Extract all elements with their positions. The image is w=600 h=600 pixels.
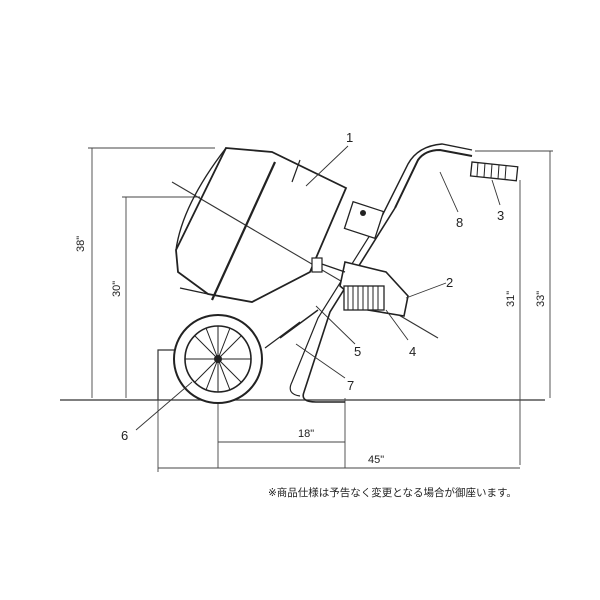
handle-bar-inner [381, 143, 473, 217]
leader-4 [385, 309, 409, 341]
motor-fins [343, 285, 385, 311]
leader-1 [305, 145, 349, 187]
callout-3: 3 [497, 208, 504, 223]
drum-mount [311, 257, 323, 273]
leader-8 [439, 171, 459, 213]
callout-5: 5 [354, 344, 361, 359]
frame-column-inner [289, 215, 383, 397]
dim-label-31: 31" [505, 291, 517, 307]
frame-leg [279, 309, 319, 339]
drum-opening [175, 147, 227, 251]
drum-body [175, 147, 348, 303]
frame-leg-2 [264, 321, 301, 349]
leader-3 [491, 179, 501, 206]
dim-label-18: 18" [298, 428, 314, 440]
left-block [157, 349, 178, 400]
grip-line-1 [476, 161, 479, 177]
grip-line-4 [497, 164, 500, 180]
leader-6 [135, 381, 193, 431]
leader-7 [295, 343, 346, 379]
dim-label-33: 33" [535, 291, 547, 307]
dim-label-38: 38" [75, 236, 87, 252]
drum-base [179, 287, 209, 295]
leader-5 [315, 305, 356, 345]
handle-bar [394, 148, 473, 209]
dim-label-30: 30" [111, 281, 123, 297]
dim-label-45: 45" [368, 454, 384, 466]
leader-2 [405, 282, 447, 299]
spec-note: ※商品仕様は予告なく変更となる場合が御座います。 [268, 486, 517, 499]
callout-8: 8 [456, 215, 463, 230]
callout-4: 4 [409, 344, 416, 359]
grip-line-2 [483, 162, 486, 178]
grip-line-3 [490, 163, 493, 179]
callout-1: 1 [346, 130, 353, 145]
clamp-bolt [360, 210, 366, 216]
spoke-6 [205, 327, 231, 391]
grip-line-5 [504, 165, 507, 181]
drum-band-2 [210, 161, 277, 301]
callout-7: 7 [347, 378, 354, 393]
frame-column [302, 207, 396, 403]
drum-band-1 [291, 159, 301, 183]
callout-6: 6 [121, 428, 128, 443]
callout-2: 2 [446, 275, 453, 290]
column-clamp [343, 200, 385, 240]
